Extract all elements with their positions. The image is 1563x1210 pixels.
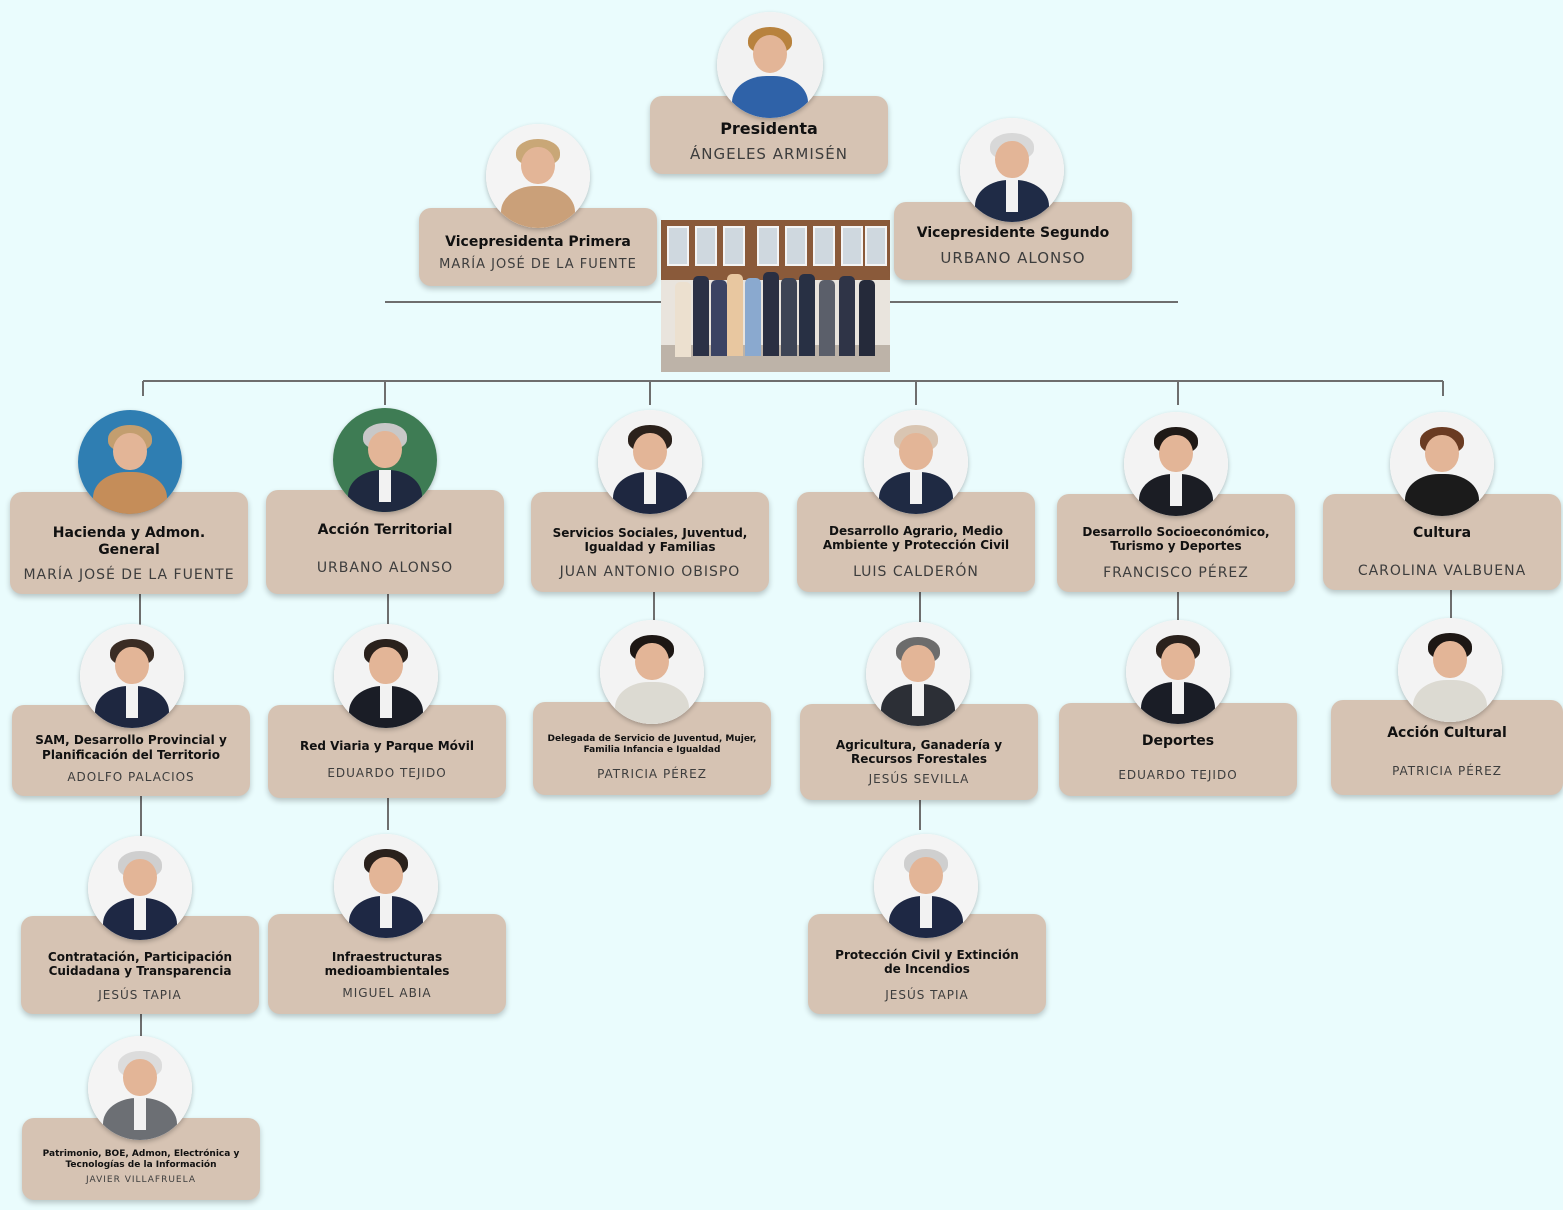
area-head-name: ADOLFO PALACIOS [67, 769, 195, 784]
photo-urbano-alonso [333, 408, 437, 512]
photo-jesus-tapia [88, 836, 192, 940]
photo-carolina-valbuena [1390, 412, 1494, 516]
photo-juan-antonio-obispo [598, 410, 702, 514]
president-name: ÁNGELES ARMISÉN [690, 144, 848, 163]
area-head-name: JAVIER VILLAFRUELA [86, 1174, 196, 1185]
area-title: Patrimonio, BOE, Admon, Electrónica y Te… [42, 1149, 240, 1170]
group-photo [661, 220, 890, 372]
photo-jesus-tapia-2 [874, 834, 978, 938]
vice-second-title: Vicepresidente Segundo [916, 224, 1110, 241]
president-card: Presidenta ÁNGELES ARMISÉN [650, 96, 888, 174]
department-head-name: JUAN ANTONIO OBISPO [559, 564, 741, 581]
department-title: Servicios Sociales, Juventud, Igualdad y… [552, 525, 748, 554]
area-head-name: PATRICIA PÉREZ [1392, 763, 1502, 778]
vice-first-card: Vicepresidenta Primera MARÍA JOSÉ DE LA … [419, 208, 657, 286]
department-title: Hacienda y Admon. General [52, 525, 206, 558]
area-title: Protección Civil y Extinción de Incendio… [835, 947, 1019, 976]
area-head-name: JESÚS SEVILLA [868, 772, 970, 787]
department-head-name: CAROLINA VALBUENA [1357, 563, 1527, 580]
area-head-name: MIGUEL ABIA [342, 986, 432, 1001]
photo-eduardo-tejido-2 [1126, 620, 1230, 724]
vice-first-name: MARÍA JOSÉ DE LA FUENTE [439, 256, 637, 272]
area-head-name: PATRICIA PÉREZ [597, 767, 707, 782]
photo-luis-calderon [864, 410, 968, 514]
vice-first-photo [486, 124, 590, 228]
department-head-name: URBANO ALONSO [316, 560, 454, 577]
vice-second-name: URBANO ALONSO [940, 249, 1086, 268]
department-head-name: LUIS CALDERÓN [853, 564, 979, 581]
photo-eduardo-tejido [334, 624, 438, 728]
vice-first-title: Vicepresidenta Primera [445, 234, 631, 251]
department-title: Acción Territorial [317, 521, 453, 538]
area-head-name: EDUARDO TEJIDO [327, 765, 447, 780]
area-title: Red Viaria y Parque Móvil [300, 739, 474, 754]
photo-javier-villafruela [88, 1036, 192, 1140]
photo-miguel-abia [334, 834, 438, 938]
department-title: Desarrollo Socioeconómico, Turismo y Dep… [1082, 524, 1270, 553]
area-head-name: JESÚS TAPIA [885, 988, 969, 1003]
area-title: Infraestructuras medioambientales [324, 949, 450, 978]
photo-patricia-perez [600, 620, 704, 724]
photo-adolfo-palacios [80, 624, 184, 728]
president-title: Presidenta [720, 119, 818, 139]
department-title: Desarrollo Agrario, Medio Ambiente y Pro… [822, 523, 1010, 552]
department-title: Cultura [1412, 524, 1472, 541]
vice-second-photo [960, 118, 1064, 222]
department-head-name: MARÍA JOSÉ DE LA FUENTE [23, 566, 235, 583]
area-title: Contratación, Participación Cuidadana y … [47, 949, 233, 978]
area-title: Acción Cultural [1387, 725, 1507, 742]
area-head-name: JESÚS TAPIA [98, 988, 182, 1003]
photo-francisco-perez [1124, 412, 1228, 516]
area-title: Delegada de Servicio de Juventud, Mujer,… [547, 733, 757, 755]
photo-maria-jose [78, 410, 182, 514]
photo-jesus-sevilla [866, 622, 970, 726]
department-head-name: FRANCISCO PÉREZ [1103, 565, 1249, 582]
area-card-sam: SAM, Desarrollo Provincial y Planificaci… [12, 705, 250, 796]
vice-second-card: Vicepresidente Segundo URBANO ALONSO [894, 202, 1132, 280]
president-photo [717, 12, 823, 118]
area-card-infraestructuras: Infraestructuras medioambientales MIGUEL… [268, 914, 506, 1014]
area-title: Deportes [1141, 733, 1215, 750]
area-title: SAM, Desarrollo Provincial y Planificaci… [35, 733, 227, 762]
photo-patricia-perez-2 [1398, 618, 1502, 722]
area-head-name: EDUARDO TEJIDO [1118, 767, 1238, 782]
area-title: Agricultura, Ganadería y Recursos Forest… [835, 737, 1003, 766]
area-card-patrimonio: Patrimonio, BOE, Admon, Electrónica y Te… [22, 1118, 260, 1200]
